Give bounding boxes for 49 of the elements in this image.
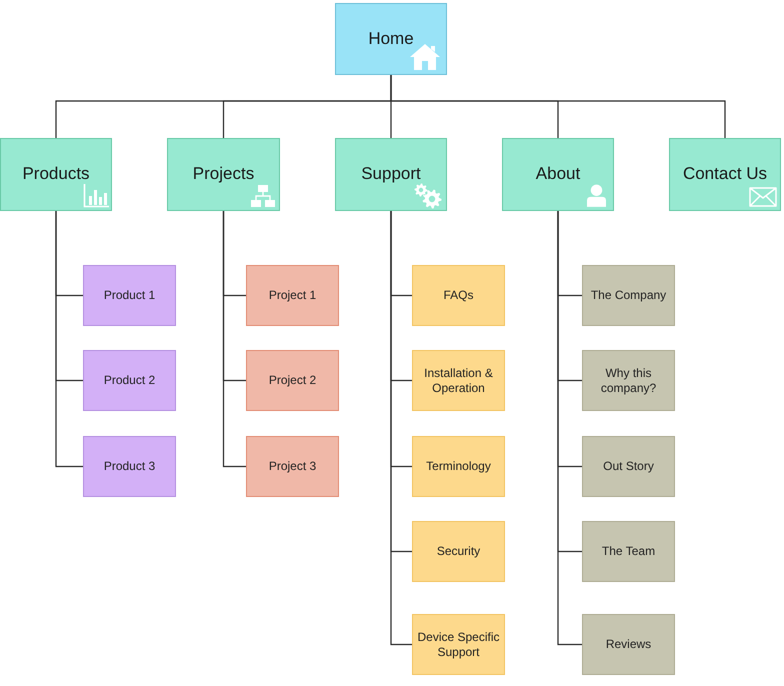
subpage-box [83, 436, 176, 497]
section-box [502, 138, 614, 211]
section-box [335, 138, 447, 211]
connector-line [390, 75, 726, 138]
subpage-box [246, 436, 339, 497]
connector-line [222, 211, 246, 468]
connector-line [390, 211, 412, 646]
home-page-box [335, 3, 447, 75]
section-box [0, 138, 112, 211]
subpage-box [83, 265, 176, 326]
subpage-label: Device Specific Support [417, 630, 500, 659]
subpage-label: Security [436, 544, 480, 559]
subpage-box [412, 614, 505, 675]
page-label: Home [368, 28, 414, 50]
section-box [669, 138, 781, 211]
subpage-label: Reviews [606, 637, 652, 652]
subpage-label: Project 2 [268, 373, 316, 388]
subpage-label: Out Story [603, 459, 654, 474]
section-box [167, 138, 280, 211]
subpage-label: Product 1 [104, 288, 156, 303]
section-label: Projects [192, 164, 254, 185]
subpage-label: Installation & Operation [423, 366, 494, 395]
subpage-label: Product 2 [104, 373, 156, 388]
subpage-box [246, 265, 339, 326]
section-label: Contact Us [682, 164, 768, 185]
subpage-box [582, 521, 675, 582]
subpage-box [412, 350, 505, 411]
subpage-label: The Company [590, 288, 666, 303]
subpage-box [412, 265, 505, 326]
connector-line [55, 211, 83, 468]
subpage-label: The Team [602, 544, 656, 559]
subpage-label: Why this company? [600, 366, 658, 395]
subpage-label: FAQs [443, 288, 474, 303]
subpage-box [83, 350, 176, 411]
subpage-box [412, 521, 505, 582]
section-label: About [536, 164, 580, 185]
subpage-box [582, 350, 675, 411]
subpage-box [582, 614, 675, 675]
subpage-box [246, 350, 339, 411]
subpage-label: Project 1 [268, 288, 316, 303]
subpage-box [582, 436, 675, 497]
subpage-label: Product 3 [104, 459, 156, 474]
subpage-box [582, 265, 675, 326]
section-label: Support [361, 164, 421, 185]
subpage-box [412, 436, 505, 497]
connector-line [557, 211, 582, 646]
subpage-label: Project 3 [268, 459, 316, 474]
subpage-label: Terminology [426, 459, 491, 474]
section-label: Products [22, 164, 90, 185]
